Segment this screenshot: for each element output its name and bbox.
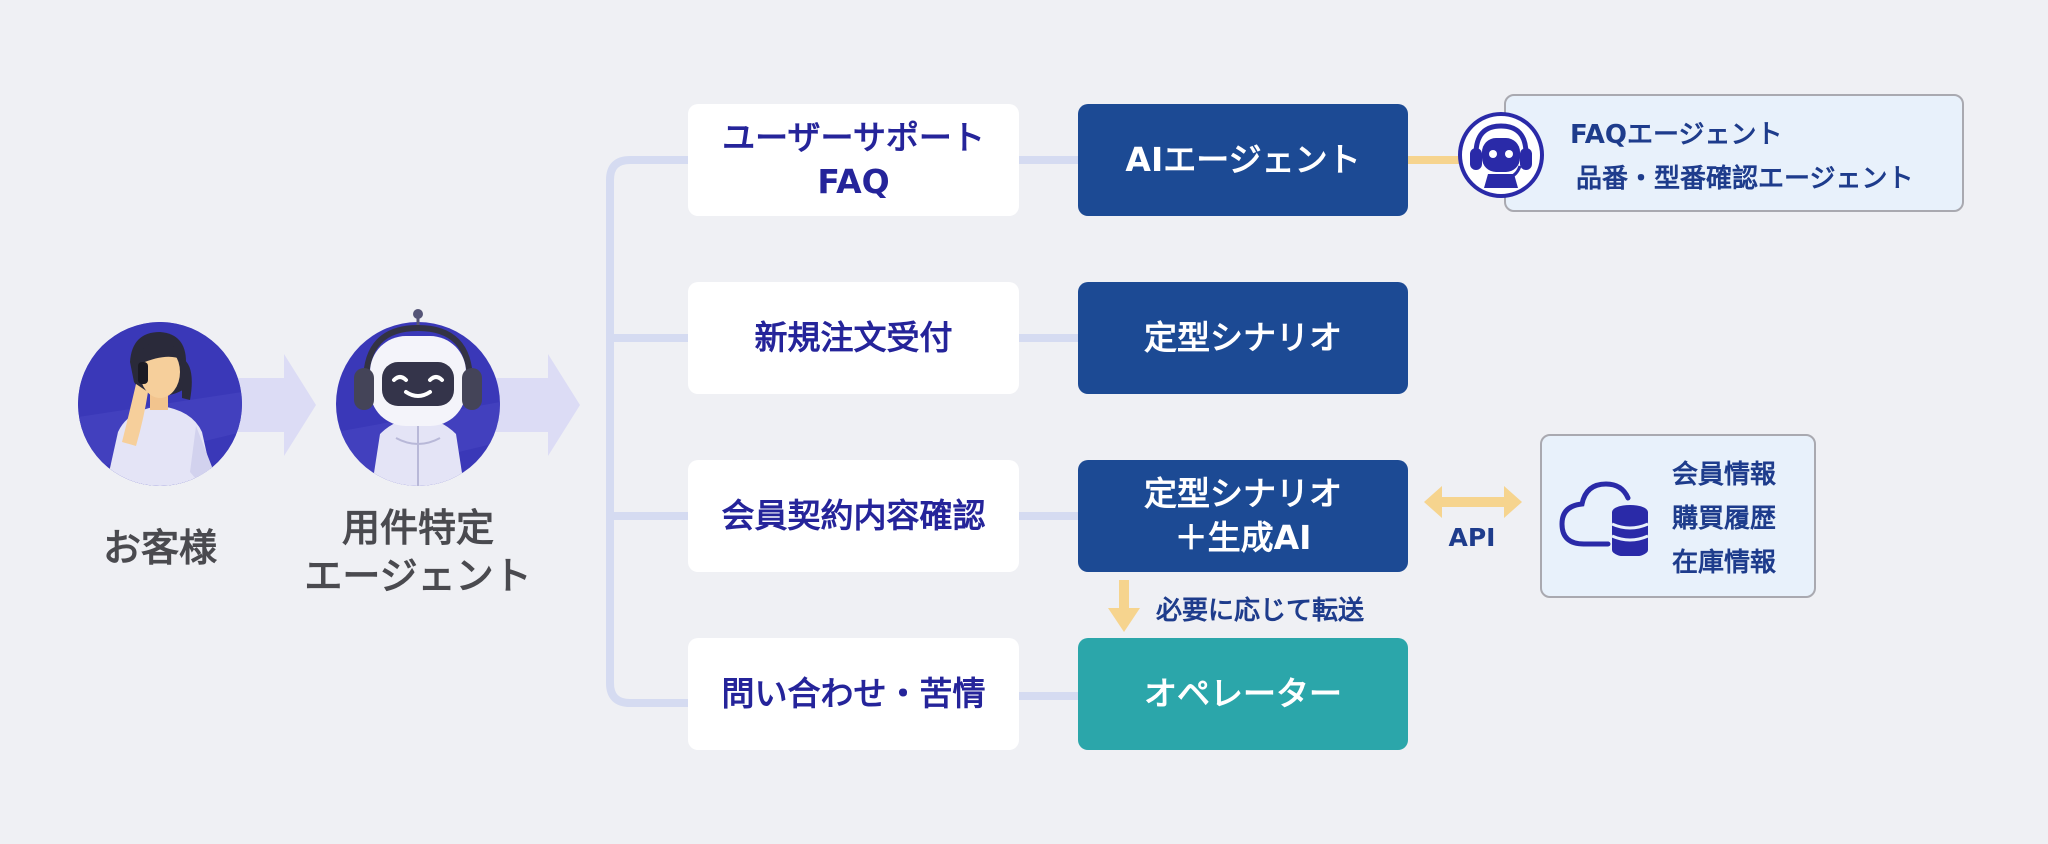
solution-label-line2: ＋生成AI [1174, 518, 1312, 557]
agent-label-line1: 用件特定 [341, 506, 494, 550]
solution-label-line1: 定型シナリオ [1144, 474, 1342, 513]
solution-ai-agent[interactable]: AIエージェント [1078, 104, 1408, 216]
ai-agents-box: FAQエージェント 品番・型番確認エージェント [1504, 94, 1964, 212]
category-label: 問い合わせ・苦情 [721, 674, 986, 713]
data-item: 会員情報 [1672, 460, 1777, 490]
category-user-support[interactable]: ユーザーサポート FAQ [688, 104, 1019, 216]
robot-headset-icon [336, 309, 500, 486]
agent-avatar [336, 309, 500, 486]
customer-avatar [78, 322, 242, 486]
ai-agent-item: FAQエージェント [1570, 120, 1783, 150]
agent-label: 用件特定 エージェント [270, 504, 566, 600]
api-double-arrow [1424, 486, 1522, 518]
solution-scenario[interactable]: 定型シナリオ [1078, 282, 1408, 394]
solution-label: 定型シナリオ [1144, 318, 1342, 357]
customer-label: お客様 [102, 526, 217, 570]
data-item: 購買履歴 [1672, 504, 1777, 534]
branch-bracket [606, 156, 688, 707]
robot-headset-icon [1458, 112, 1544, 198]
category-label: 会員契約内容確認 [721, 496, 986, 535]
category-label-line1: ユーザーサポート [722, 118, 985, 157]
person-phone-icon [78, 322, 242, 486]
flow-arrow-1 [232, 354, 316, 456]
ai-agent-item: 品番・型番確認エージェント [1576, 164, 1914, 194]
category-new-order[interactable]: 新規注文受付 [688, 282, 1019, 394]
solution-label: AIエージェント [1125, 140, 1361, 179]
solution-scenario-genai[interactable]: 定型シナリオ ＋生成AI [1078, 460, 1408, 572]
cloud-database-icon [1559, 481, 1649, 556]
solution-operator[interactable]: オペレーター [1078, 638, 1408, 750]
category-label: 新規注文受付 [754, 318, 953, 357]
category-inquiry[interactable]: 問い合わせ・苦情 [688, 638, 1019, 750]
ai-agent-avatar [1458, 112, 1544, 198]
data-item: 在庫情報 [1672, 548, 1777, 578]
solution-label: オペレーター [1144, 674, 1342, 713]
agent-label-line2: エージェント [304, 554, 532, 598]
transfer-arrow [1108, 580, 1140, 632]
category-label-line2: FAQ [817, 162, 890, 201]
api-label: API [1448, 523, 1496, 552]
data-info-box: 会員情報 購買履歴 在庫情報 [1540, 434, 1816, 598]
transfer-label: 必要に応じて転送 [1156, 596, 1365, 626]
category-membership[interactable]: 会員契約内容確認 [688, 460, 1019, 572]
flow-arrow-2 [492, 354, 580, 456]
